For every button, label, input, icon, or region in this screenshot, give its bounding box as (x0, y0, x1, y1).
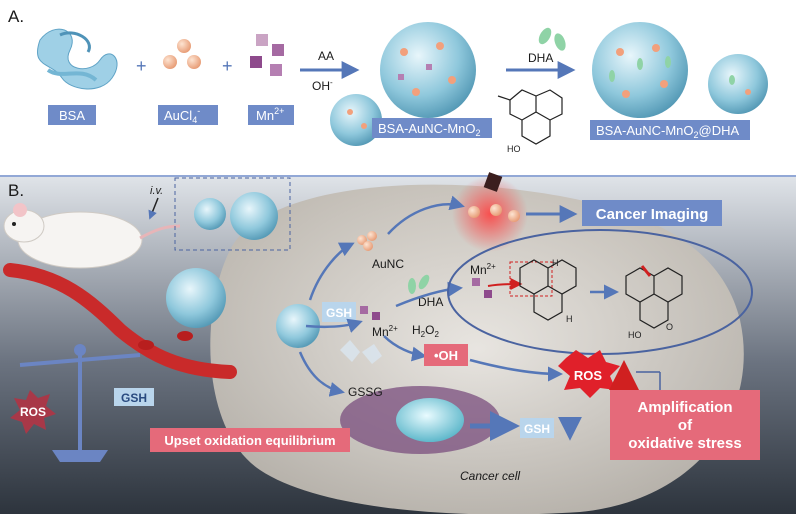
ros-center-label: ROS (574, 368, 603, 383)
gssg-label: GSSG (348, 385, 383, 399)
inset-nanoparticle-1 (194, 198, 226, 230)
bsa-aunc-mno2-dha-nanoparticle (592, 22, 768, 118)
aucl4-label: AuCl4- (164, 106, 200, 125)
mno2-crystal-2 (362, 344, 382, 364)
dha-label-a: DHA (528, 51, 553, 65)
iv-label: i.v. (150, 185, 163, 197)
mn-chip (248, 105, 294, 125)
aunc-ball-2 (367, 231, 377, 241)
gold-precursor-balls (163, 39, 201, 69)
dha-leaf-b1 (408, 278, 416, 294)
mn-mechanism-ion-2 (484, 290, 492, 298)
mn-attack-arrow (487, 278, 523, 291)
mn-ion-1 (360, 306, 368, 314)
dha-molecule-structure-a (497, 89, 563, 145)
dha-molecule-mechanism-right (625, 267, 683, 329)
gsh-to-gssg-arrow (298, 351, 345, 397)
mouse-illustration (3, 203, 181, 269)
o-label-b: O (666, 322, 673, 332)
aunc-ball-3 (363, 241, 373, 251)
h-label-left: H (552, 258, 559, 268)
balance-scale-icon (19, 344, 141, 462)
gsh-to-mn-arrow (305, 318, 363, 333)
aucl4-chip (158, 105, 218, 125)
upset-equilibrium-box (150, 428, 350, 452)
dha-molecule-mechanism-left (519, 259, 577, 321)
imaging-aunc-3 (508, 210, 520, 222)
ros-star-scale (10, 390, 56, 434)
aa-label: AA (318, 49, 334, 63)
aunc-release-arrow (308, 242, 355, 301)
red-blood-cell-2 (177, 331, 193, 341)
panel-b-label: B. (8, 181, 24, 200)
mn-ion-2 (372, 312, 380, 320)
cell-nucleus (396, 398, 464, 442)
dha-leaf-1 (538, 27, 552, 45)
bsa-label: BSA (59, 108, 85, 123)
hydroxyl-radical-box (424, 344, 468, 366)
bsa-chip (48, 105, 96, 125)
mn-mechanism-label: Mn2+ (470, 262, 496, 277)
blood-vessel (3, 263, 237, 379)
upset-equilibrium-label: Upset oxidation equilibrium (164, 433, 335, 448)
dha-leaf-b2 (418, 274, 430, 290)
cancer-cell-label: Cancer cell (460, 469, 520, 483)
gsh-reaction-label: GSH (326, 306, 352, 320)
ho-label-a: HO (507, 144, 521, 154)
amplification-line-3: oxidative stress (628, 435, 741, 452)
plus-sign-2: + (222, 56, 233, 76)
dha-leaf-2 (554, 33, 566, 51)
imaging-probe-icon (483, 172, 503, 192)
h2o2-label: H2O2 (412, 323, 439, 339)
ros-scale-label: ROS (20, 405, 46, 419)
cancer-imaging-label: Cancer Imaging (596, 206, 709, 223)
product2-label: BSA-AuNC-MnO2@DHA (596, 123, 740, 140)
cleaved-bond-highlight (640, 265, 652, 277)
product2-chip (590, 120, 750, 140)
inset-nanoparticle-2 (230, 192, 278, 240)
product1-chip (372, 118, 492, 138)
mn-mechanism-ion-1 (472, 278, 480, 286)
imaging-glow (452, 176, 528, 252)
manganese-cubes (250, 34, 284, 76)
ho-label-b: HO (628, 330, 642, 340)
cell-nanoparticle (276, 304, 320, 348)
aunc-label: AuNC (372, 257, 404, 271)
cancer-imaging-chip (582, 200, 722, 226)
nanoparticle-inset-box (174, 177, 291, 251)
dha-label-b: DHA (418, 295, 443, 309)
imaging-aunc-1 (468, 206, 480, 218)
oh-label: OH- (312, 78, 333, 93)
oh-to-ros-arrow (469, 358, 563, 382)
circulating-nanoparticle (166, 268, 226, 328)
mn-to-mechanism-arrow (395, 281, 463, 308)
mn-to-oh-arrow (383, 335, 427, 362)
h-label-left-bottom: H (566, 314, 573, 324)
gsh-scale-chip (114, 388, 154, 406)
gsh-scale-label: GSH (121, 391, 147, 405)
aunc-to-imaging-arrow (387, 195, 465, 235)
mn-label: Mn2+ (256, 106, 284, 123)
amplification-line-1: Amplification (637, 399, 732, 416)
iv-injection-arrow (148, 197, 159, 220)
red-blood-cell-1 (138, 340, 154, 350)
product1-label: BSA-AuNC-MnO2 (378, 121, 481, 138)
mno2-crystal-1 (340, 340, 360, 362)
plus-sign-1: + (136, 56, 147, 76)
panel-a-label: A. (8, 7, 24, 26)
hydroxyl-radical-label: •OH (434, 348, 458, 363)
amplification-box (610, 390, 760, 460)
ros-star-center (558, 350, 620, 398)
bsa-aunc-mno2-nanoparticle (330, 22, 476, 146)
gsh-cell-chip (520, 418, 554, 438)
gsh-cell-label: GSH (524, 422, 550, 436)
imaging-aunc-2 (490, 204, 502, 216)
bsa-protein-illustration (37, 28, 118, 90)
gsh-reaction-chip (322, 302, 356, 322)
amplification-line-2: of (678, 417, 693, 434)
